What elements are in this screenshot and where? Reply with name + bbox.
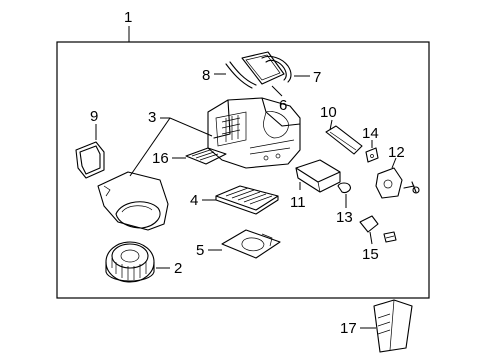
callout-6: 6 [279, 97, 287, 114]
callout-17: 17 [340, 320, 357, 337]
part-11-duct [295, 159, 341, 193]
part-17-control-module [373, 299, 413, 353]
part-16-cover [185, 147, 227, 165]
blower-housing [97, 171, 169, 231]
callout-16: 16 [152, 150, 169, 167]
leader-10 [329, 119, 333, 131]
callout-11: 11 [290, 194, 306, 211]
part-13-bracket [337, 182, 351, 194]
part-15-link [359, 215, 397, 243]
callout-9: 9 [90, 108, 98, 125]
callout-10: 10 [320, 104, 337, 121]
leader-15 [369, 231, 373, 245]
part-12-actuator [375, 167, 420, 199]
leader-12 [391, 157, 397, 169]
callout-13: 13 [336, 209, 353, 226]
leader-3b [129, 117, 171, 177]
part-5-seal-kit [221, 229, 281, 259]
callout-4: 4 [190, 192, 198, 209]
part-8-seal [225, 61, 257, 89]
callout-15: 15 [362, 246, 379, 263]
callout-1: 1 [124, 9, 132, 26]
assembly-frame [56, 41, 430, 299]
part-14-clip [365, 147, 379, 163]
part-10-bar [325, 125, 363, 155]
callout-14: 14 [362, 125, 379, 142]
callout-7: 7 [313, 69, 321, 86]
part-3-case-assembly [207, 97, 301, 169]
part-7-gasket [261, 55, 292, 83]
leader-6 [271, 85, 283, 97]
callout-5: 5 [196, 242, 204, 259]
callout-2: 2 [174, 260, 182, 277]
callout-12: 12 [388, 144, 405, 161]
callout-3: 3 [148, 109, 156, 126]
part-4-air-filter [215, 185, 279, 215]
part-2-blower-motor [105, 241, 155, 283]
part-6-ring-seal [241, 51, 285, 85]
part-9-gasket-frame [75, 141, 105, 179]
callout-8: 8 [202, 67, 210, 84]
